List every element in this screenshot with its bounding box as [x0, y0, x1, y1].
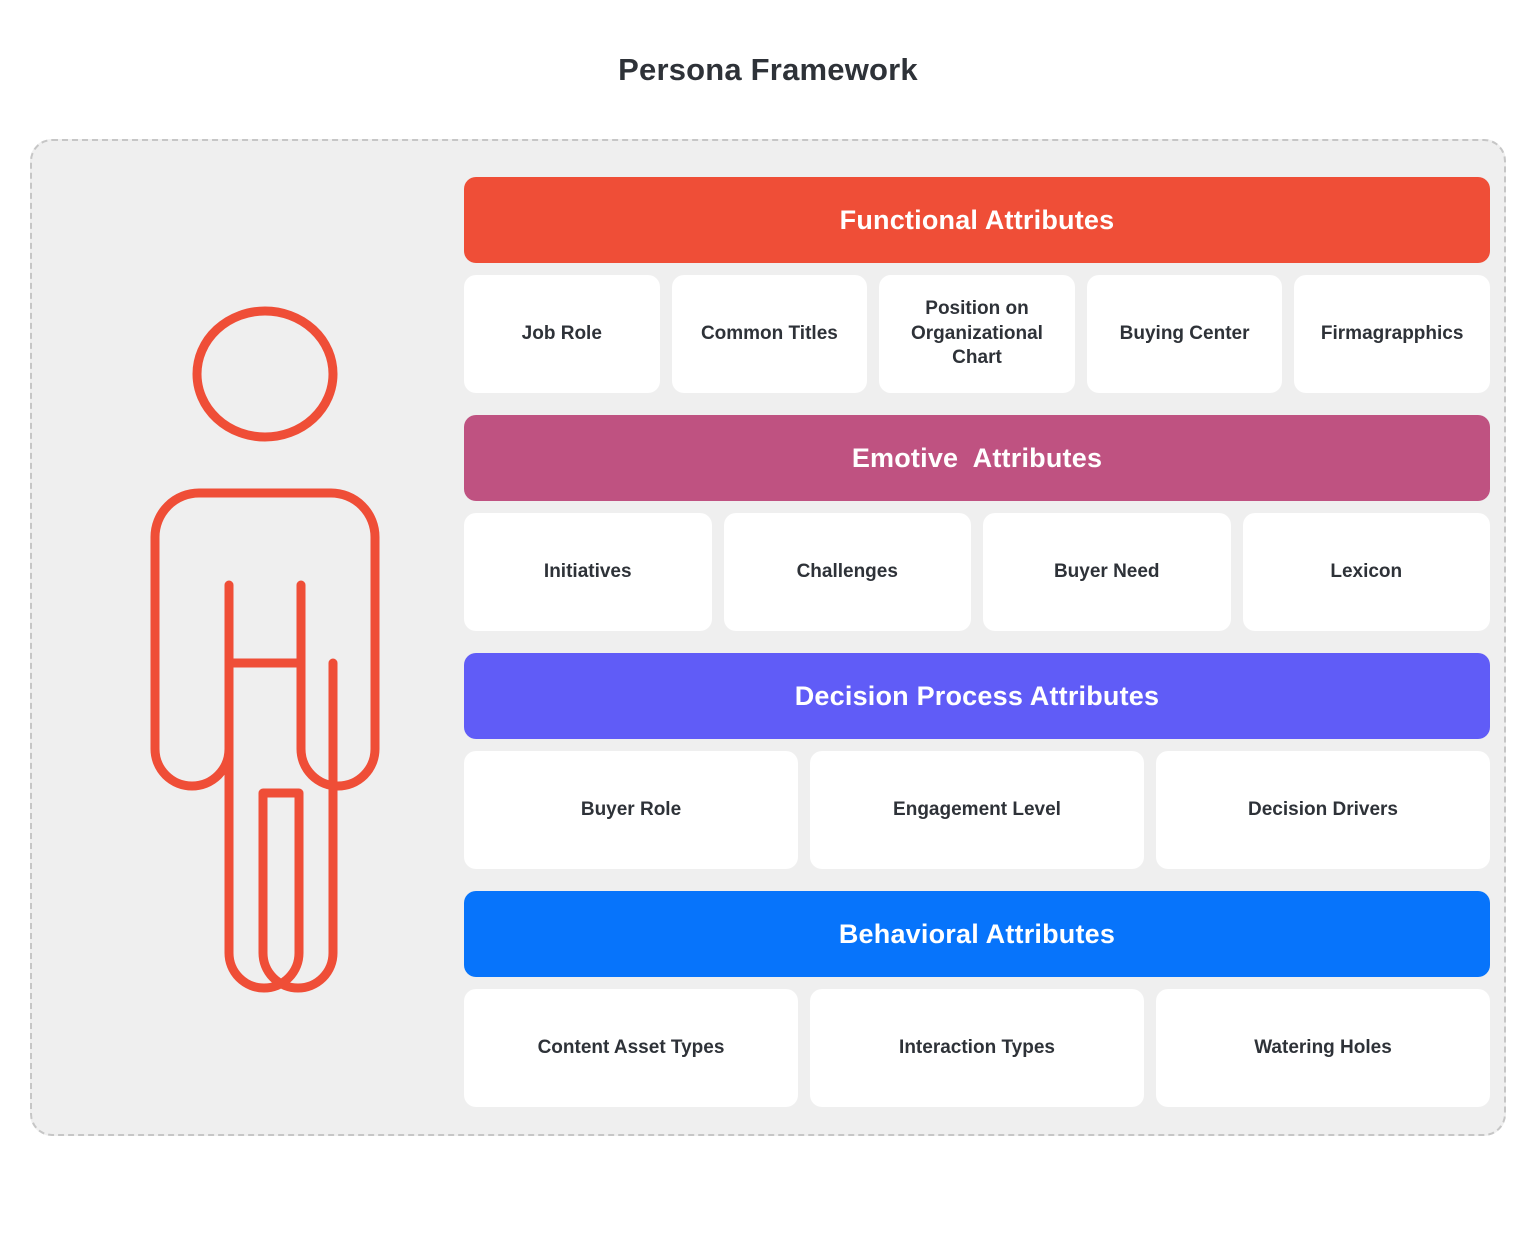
- attribute-group-emotive: Emotive Attributes Initiatives Challenge…: [464, 415, 1490, 631]
- attribute-card[interactable]: Firmagrapphics: [1294, 275, 1490, 393]
- person-figure-icon: [100, 281, 430, 1001]
- group-items-decision: Buyer Role Engagement Level Decision Dri…: [464, 751, 1490, 869]
- attribute-group-functional: Functional Attributes Job Role Common Ti…: [464, 177, 1490, 393]
- attribute-card[interactable]: Lexicon: [1242, 513, 1490, 631]
- attribute-card[interactable]: Content Asset Types: [464, 989, 798, 1107]
- group-header-behavioral[interactable]: Behavioral Attributes: [464, 891, 1490, 977]
- attribute-card[interactable]: Engagement Level: [810, 751, 1144, 869]
- attribute-card[interactable]: Job Role: [464, 275, 660, 393]
- attribute-card[interactable]: Watering Holes: [1156, 989, 1490, 1107]
- attribute-group-behavioral: Behavioral Attributes Content Asset Type…: [464, 891, 1490, 1107]
- group-header-emotive[interactable]: Emotive Attributes: [464, 415, 1490, 501]
- attribute-card[interactable]: Buyer Role: [464, 751, 798, 869]
- group-header-decision[interactable]: Decision Process Attributes: [464, 653, 1490, 739]
- attribute-card[interactable]: Buying Center: [1086, 275, 1283, 393]
- page-title: Persona Framework: [618, 52, 918, 87]
- attribute-card[interactable]: Challenges: [723, 513, 971, 631]
- group-items-emotive: Initiatives Challenges Buyer Need Lexico…: [464, 513, 1490, 631]
- framework-panel: Functional Attributes Job Role Common Ti…: [30, 139, 1506, 1136]
- attribute-group-decision: Decision Process Attributes Buyer Role E…: [464, 653, 1490, 869]
- group-items-functional: Job Role Common Titles Position on Organ…: [464, 275, 1490, 393]
- attribute-card[interactable]: Buyer Need: [983, 513, 1231, 631]
- attribute-card[interactable]: Decision Drivers: [1156, 751, 1490, 869]
- attribute-card[interactable]: Common Titles: [671, 275, 868, 393]
- attribute-groups: Functional Attributes Job Role Common Ti…: [464, 177, 1490, 1107]
- attribute-card[interactable]: Interaction Types: [810, 989, 1144, 1107]
- group-items-behavioral: Content Asset Types Interaction Types Wa…: [464, 989, 1490, 1107]
- group-header-functional[interactable]: Functional Attributes: [464, 177, 1490, 263]
- attribute-card[interactable]: Initiatives: [464, 513, 712, 631]
- attribute-card[interactable]: Position on Organizational Chart: [879, 275, 1075, 393]
